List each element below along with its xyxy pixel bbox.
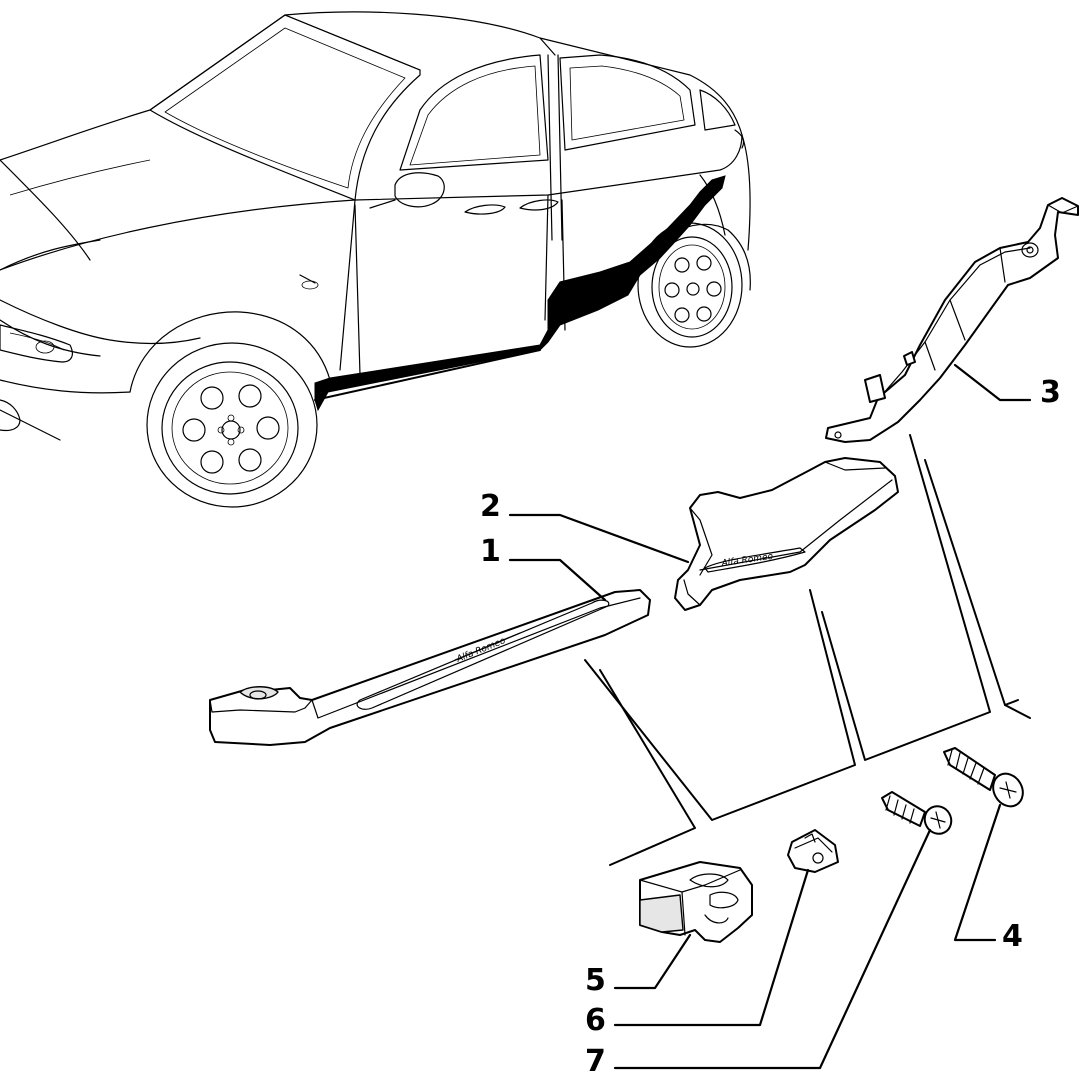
- callout-2: 2: [480, 489, 501, 524]
- part-4-long-screw: [943, 747, 1024, 808]
- part-6-clip: [787, 829, 839, 873]
- callout-leaders: [508, 363, 1032, 1070]
- part-2-rear-trim: Alfa Romeo: [674, 457, 899, 611]
- part-1-sill-plate: Alfa Romeo: [209, 589, 651, 746]
- part-5-retainer: [639, 861, 753, 943]
- sill-highlight: [314, 175, 726, 412]
- front-wheel: [146, 342, 318, 508]
- assembly-lines: [584, 434, 1031, 866]
- callout-3: 3: [1040, 375, 1061, 410]
- callout-5: 5: [585, 963, 606, 998]
- callout-1: 1: [480, 534, 501, 569]
- callout-4: 4: [1002, 919, 1023, 954]
- callout-6: 6: [585, 1003, 606, 1038]
- car-illustration: [0, 11, 751, 508]
- callout-labels: 3 2 1 4 5 6 7: [480, 375, 1061, 1073]
- part-7-short-screw: [881, 791, 953, 835]
- callout-7: 7: [585, 1044, 606, 1073]
- part-3-bracket: [825, 197, 1079, 443]
